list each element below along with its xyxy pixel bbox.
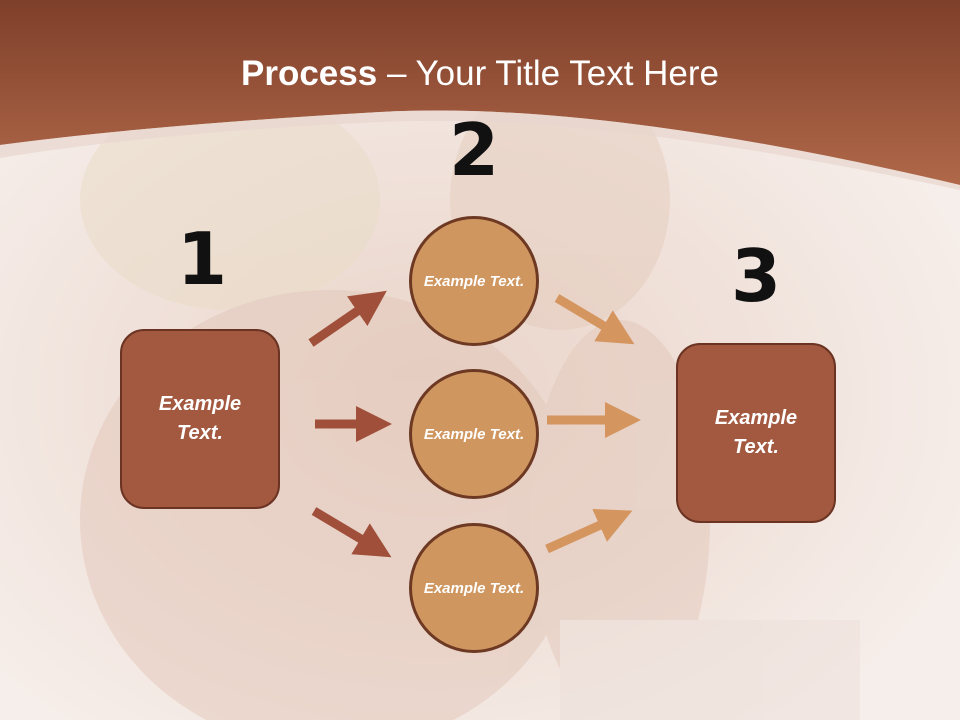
output-box-text: Example Text. xyxy=(714,407,798,458)
circle-middle-text: Example Text. xyxy=(423,425,525,443)
title-bold: Process xyxy=(241,54,378,93)
circle-bottom: Example Text. xyxy=(409,523,539,653)
circle-top-text: Example Text. xyxy=(423,272,525,290)
output-box: Example Text. xyxy=(676,343,836,523)
title-rest: – Your Title Text Here xyxy=(377,54,719,93)
header-band xyxy=(0,0,960,185)
arrow-to-top xyxy=(308,290,387,347)
header-curve-highlight xyxy=(0,110,960,190)
input-box-text: Example Text. xyxy=(158,393,242,444)
circle-top: Example Text. xyxy=(409,216,539,346)
step-number-2: 2 xyxy=(449,108,500,192)
arrow-from-bottom xyxy=(545,508,633,554)
step-number-3: 3 xyxy=(731,234,782,318)
step-number-1: 1 xyxy=(177,217,228,301)
input-box: Example Text. xyxy=(120,329,280,509)
circle-bottom-text: Example Text. xyxy=(423,579,525,597)
arrow-from-top xyxy=(554,294,635,345)
arrow-to-bottom xyxy=(311,507,392,558)
circle-middle: Example Text. xyxy=(409,369,539,499)
slide-title: Process – Your Title Text Here xyxy=(0,52,960,96)
